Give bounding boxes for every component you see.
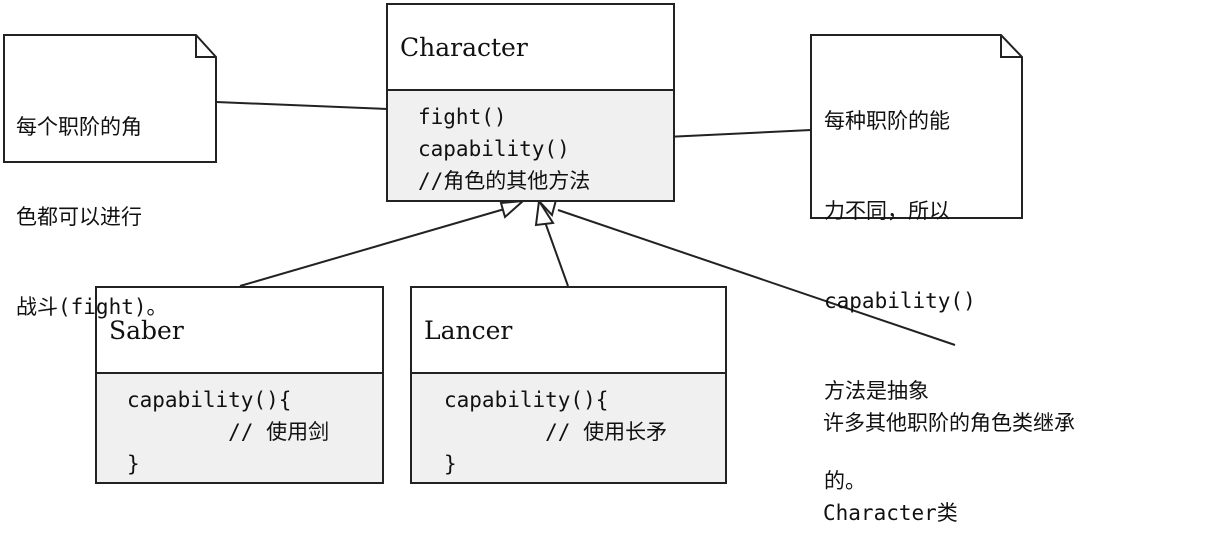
lancer-class-name: Lancer xyxy=(424,315,513,345)
note-right-line: capability() xyxy=(824,289,976,313)
lancer-inheritance-line xyxy=(544,221,569,287)
note-left: 每个职阶的角 色都可以进行 战斗(fight)。 xyxy=(16,52,168,352)
note-right-line: 力不同，所以 xyxy=(824,199,950,223)
diagram-connectors xyxy=(3,34,1023,346)
note-right-line: 方法是抽象 xyxy=(824,379,929,403)
note-left-shape xyxy=(3,34,217,163)
note-right-line: 每种职阶的能 xyxy=(824,109,950,133)
saber-class-name: Saber xyxy=(109,315,184,345)
lancer-code-line: } xyxy=(444,452,457,476)
lancer-arrowhead xyxy=(534,198,555,227)
note-right-shape xyxy=(810,34,1023,219)
lancer-code: capability(){ // 使用长矛 } xyxy=(412,372,725,482)
note-left-line: 色都可以进行 xyxy=(16,205,142,229)
character-methods: fight() capability() //角色的其他方法 xyxy=(388,89,673,200)
saber-code-line: capability(){ xyxy=(127,388,292,412)
note-right-fold xyxy=(1000,35,1022,58)
note-right: 每种职阶的能 力不同，所以 capability() 方法是抽象 的。 xyxy=(824,46,976,526)
method-capability: capability() xyxy=(418,137,570,161)
method-other-comment: //角色的其他方法 xyxy=(418,169,591,193)
saber-class-box: Saber capability(){ // 使用剑 } xyxy=(95,286,384,484)
lancer-code-line: // 使用长矛 xyxy=(444,420,668,444)
saber-inheritance-line xyxy=(239,207,509,287)
character-class-box: Character fight() capability() //角色的其他方法 xyxy=(386,3,675,202)
inherit-annotation: 许多其他职阶的角色类继承 Character类 xyxy=(823,348,1075,558)
note-left-connector xyxy=(215,101,389,110)
note-right-connector xyxy=(665,129,812,138)
lancer-code-line: capability(){ xyxy=(444,388,609,412)
inherit-annotation-line: 许多其他职阶的角色类继承 xyxy=(823,411,1075,435)
saber-arrowhead xyxy=(499,199,526,219)
others-inheritance-line xyxy=(557,209,956,346)
inherit-annotation-line: Character类 xyxy=(823,501,958,525)
saber-code-line: } xyxy=(127,452,140,476)
saber-code: capability(){ // 使用剑 } xyxy=(97,372,382,482)
lancer-class-box: Lancer capability(){ // 使用长矛 } xyxy=(410,286,727,484)
method-fight: fight() xyxy=(418,105,507,129)
note-left-line: 战斗(fight)。 xyxy=(16,295,168,319)
note-left-fold xyxy=(195,35,216,58)
character-class-name: Character xyxy=(400,32,528,62)
note-left-line: 每个职阶的角 xyxy=(16,115,142,139)
saber-code-line: // 使用剑 xyxy=(127,420,330,444)
